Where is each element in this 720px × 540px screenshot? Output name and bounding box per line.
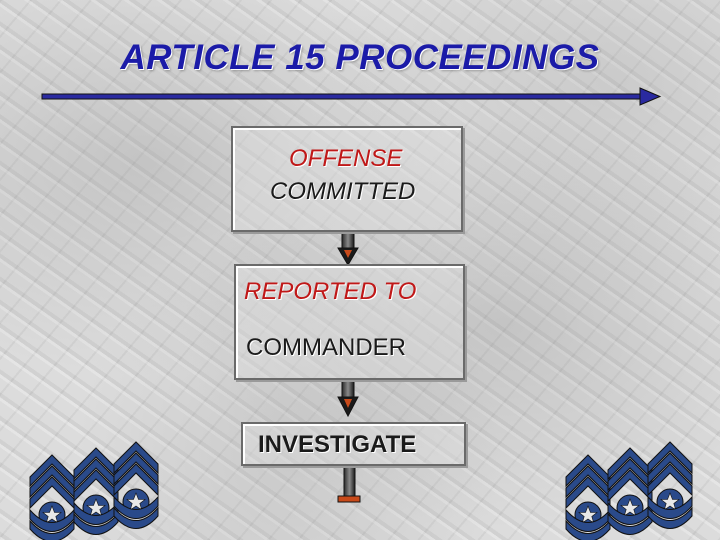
title-underline-arrow (41, 87, 662, 106)
step-box-offense (231, 126, 463, 232)
down-arrow-1 (337, 230, 359, 266)
step-box-reported (234, 264, 465, 380)
step-1-line-1: OFFENSE (289, 145, 403, 172)
step-2-line-2: COMMANDER (246, 334, 406, 361)
step-2-line-1: REPORTED TO (244, 278, 417, 305)
step-1-line-2: COMMITTED (270, 178, 416, 205)
down-arrow-2 (337, 379, 359, 418)
insignia-left-group (29, 441, 159, 540)
step-box-investigate (241, 422, 466, 466)
insignia-right-group (565, 441, 693, 540)
step-3-line-1: INVESTIGATE (258, 431, 417, 458)
down-arrow-3 (337, 465, 361, 503)
slide-title: ARTICLE 15 PROCEEDINGS (120, 38, 600, 77)
